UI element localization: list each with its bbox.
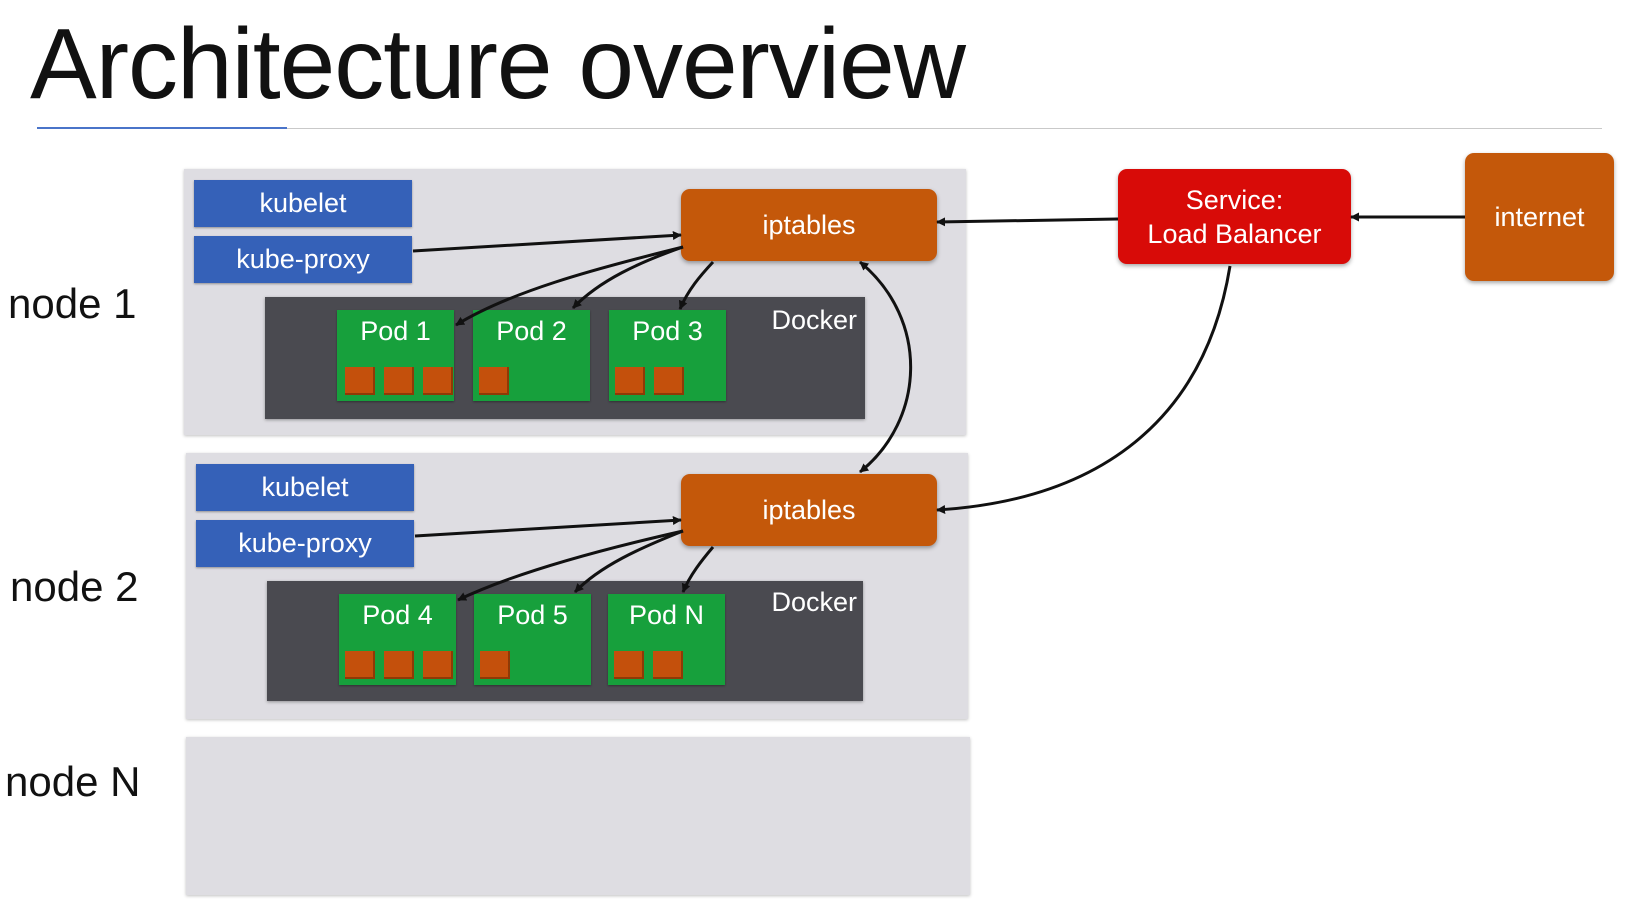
arrow-service-to-iptables-2 (936, 265, 1232, 514)
node-1-docker: Docker Pod 1 Pod 2 Pod 3 (265, 297, 865, 419)
node-2-label: node 2 (10, 563, 139, 610)
node-1-kubelet-label: kubelet (259, 188, 347, 218)
container (384, 367, 414, 395)
node-1-iptables-label: iptables (762, 209, 856, 240)
node-2-iptables-label: iptables (762, 494, 856, 525)
pod-n: Pod N (608, 594, 725, 685)
container (654, 367, 684, 395)
pod-4-label: Pod 4 (362, 600, 433, 630)
internet-label: internet (1494, 201, 1585, 232)
pod-3-label: Pod 3 (632, 316, 703, 346)
arrow-iptables-1-to-pod-3 (678, 260, 715, 310)
container (345, 651, 375, 679)
service-label-line1: Service: (1185, 184, 1284, 215)
pod-3: Pod 3 (609, 310, 726, 401)
arrow-kube-proxy-2-to-iptables (414, 515, 682, 538)
node-1-kube-proxy-label: kube-proxy (236, 244, 370, 274)
internet-box: internet (1465, 153, 1614, 281)
title-divider (37, 128, 1602, 129)
node-1-label: node 1 (8, 280, 137, 327)
title-accent-line (37, 127, 287, 129)
container (423, 651, 453, 679)
pod-2-label: Pod 2 (496, 316, 567, 346)
container (479, 367, 509, 395)
arrow-iptables-2-to-pod-5 (573, 529, 684, 594)
container (614, 651, 644, 679)
container (345, 367, 375, 395)
node-2-kube-proxy: kube-proxy (196, 520, 414, 567)
service-label-line2: Load Balancer (1147, 218, 1322, 249)
node-2-kubelet-label: kubelet (261, 472, 349, 502)
node-1-docker-label: Docker (771, 305, 857, 335)
pod-5: Pod 5 (474, 594, 591, 685)
page-title: Architecture overview (30, 8, 966, 120)
container (423, 367, 453, 395)
arrow-service-to-iptables-1 (936, 217, 1119, 227)
service-load-balancer: Service: Load Balancer (1118, 169, 1351, 264)
node-1-iptables: iptables (681, 189, 937, 261)
node-1-kubelet: kubelet (194, 180, 412, 227)
pod-5-label: Pod 5 (497, 600, 568, 630)
container (480, 651, 510, 679)
arrow-iptables-1-to-pod-2 (571, 245, 684, 310)
arrow-iptables-1-to-iptables-2 (859, 260, 913, 474)
node-2-docker-label: Docker (771, 587, 857, 617)
pod-1-label: Pod 1 (360, 316, 431, 346)
node-2-kube-proxy-label: kube-proxy (238, 528, 372, 558)
arrow-iptables-1-to-pod-1 (455, 245, 684, 327)
node-2-kubelet: kubelet (196, 464, 414, 511)
container (615, 367, 645, 395)
node-2-docker: Docker Pod 4 Pod 5 Pod N (267, 581, 863, 701)
pod-4: Pod 4 (339, 594, 456, 685)
arrow-kube-proxy-1-to-iptables (412, 230, 682, 253)
container (384, 651, 414, 679)
node-1-kube-proxy: kube-proxy (194, 236, 412, 283)
arrow-iptables-2-to-pod-4 (457, 529, 684, 602)
arrow-iptables-2-to-pod-n (681, 546, 715, 593)
pod-1: Pod 1 (337, 310, 454, 401)
node-n-panel (186, 737, 970, 895)
pod-2: Pod 2 (473, 310, 590, 401)
node-2-iptables: iptables (681, 474, 937, 546)
node-n-label: node N (5, 758, 141, 805)
container (653, 651, 683, 679)
pod-n-label: Pod N (628, 600, 705, 630)
